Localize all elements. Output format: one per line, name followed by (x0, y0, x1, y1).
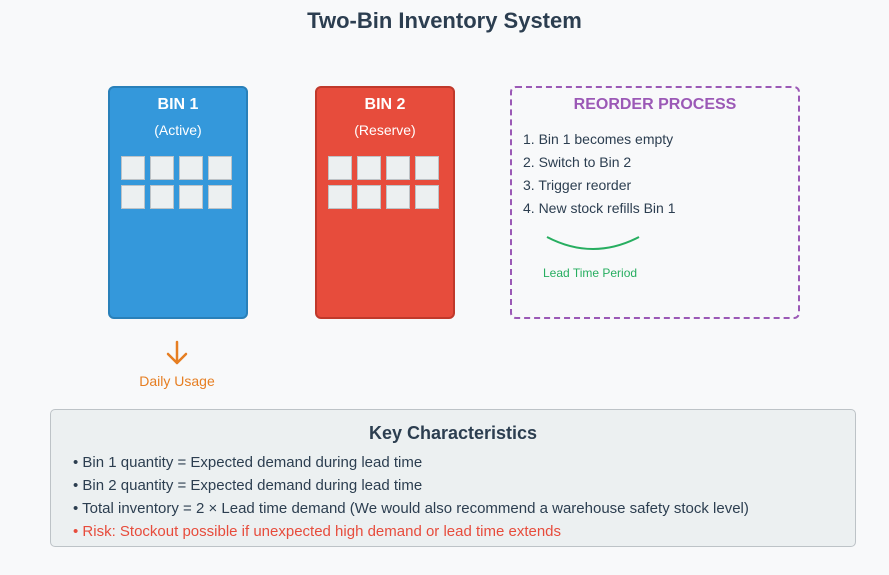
bin-1-status: (Active) (154, 122, 202, 138)
bin-2-status: (Reserve) (354, 122, 416, 138)
stock-item (357, 185, 381, 209)
bin-1-name: BIN 1 (157, 96, 199, 113)
lead-time-curve (546, 236, 640, 250)
reorder-step: 2. Switch to Bin 2 (523, 154, 632, 170)
stock-item (121, 185, 145, 209)
key-characteristics-box: Key Characteristics • Bin 1 quantity = E… (50, 409, 856, 547)
stock-item (415, 156, 439, 180)
lead-time-label: Lead Time Period (543, 266, 638, 280)
reorder-step: 3. Trigger reorder (523, 177, 632, 193)
page-title: Two-Bin Inventory System (307, 8, 582, 33)
bin-2-name: BIN 2 (364, 96, 406, 113)
key-characteristics-list: • Bin 1 quantity = Expected demand durin… (73, 451, 855, 543)
stock-item (179, 156, 203, 180)
reorder-process-title: REORDER PROCESS (573, 96, 737, 113)
daily-usage-label: Daily Usage (139, 373, 215, 389)
key-item: • Total inventory = 2 × Lead time demand… (73, 500, 749, 517)
reorder-step: 4. New stock refills Bin 1 (523, 200, 676, 216)
stock-item (386, 156, 410, 180)
stock-item (328, 185, 352, 209)
risk-item: • Risk: Stockout possible if unexpected … (73, 523, 562, 540)
key-item: • Bin 1 quantity = Expected demand durin… (73, 454, 423, 471)
bin-2: BIN 2 (Reserve) (315, 86, 455, 319)
stock-item (386, 185, 410, 209)
bin-1: BIN 1 (Active) (108, 86, 248, 319)
reorder-step: 1. Bin 1 becomes empty (523, 131, 674, 147)
stock-item (150, 156, 174, 180)
stock-item (208, 156, 232, 180)
stock-item (415, 185, 439, 209)
stock-item (150, 185, 174, 209)
key-item: • Bin 2 quantity = Expected demand durin… (73, 477, 423, 494)
stock-item (121, 156, 145, 180)
key-characteristics-title: Key Characteristics (368, 423, 538, 443)
reorder-process-box: REORDER PROCESS 1. Bin 1 becomes empty 2… (510, 86, 800, 319)
stock-item (328, 156, 352, 180)
bin-2-stock-grid (328, 156, 439, 209)
down-arrow-icon (166, 340, 188, 365)
reorder-steps: 1. Bin 1 becomes empty 2. Switch to Bin … (523, 128, 798, 220)
stock-item (357, 156, 381, 180)
stock-item (208, 185, 232, 209)
stock-item (179, 185, 203, 209)
bin-1-stock-grid (121, 156, 232, 209)
